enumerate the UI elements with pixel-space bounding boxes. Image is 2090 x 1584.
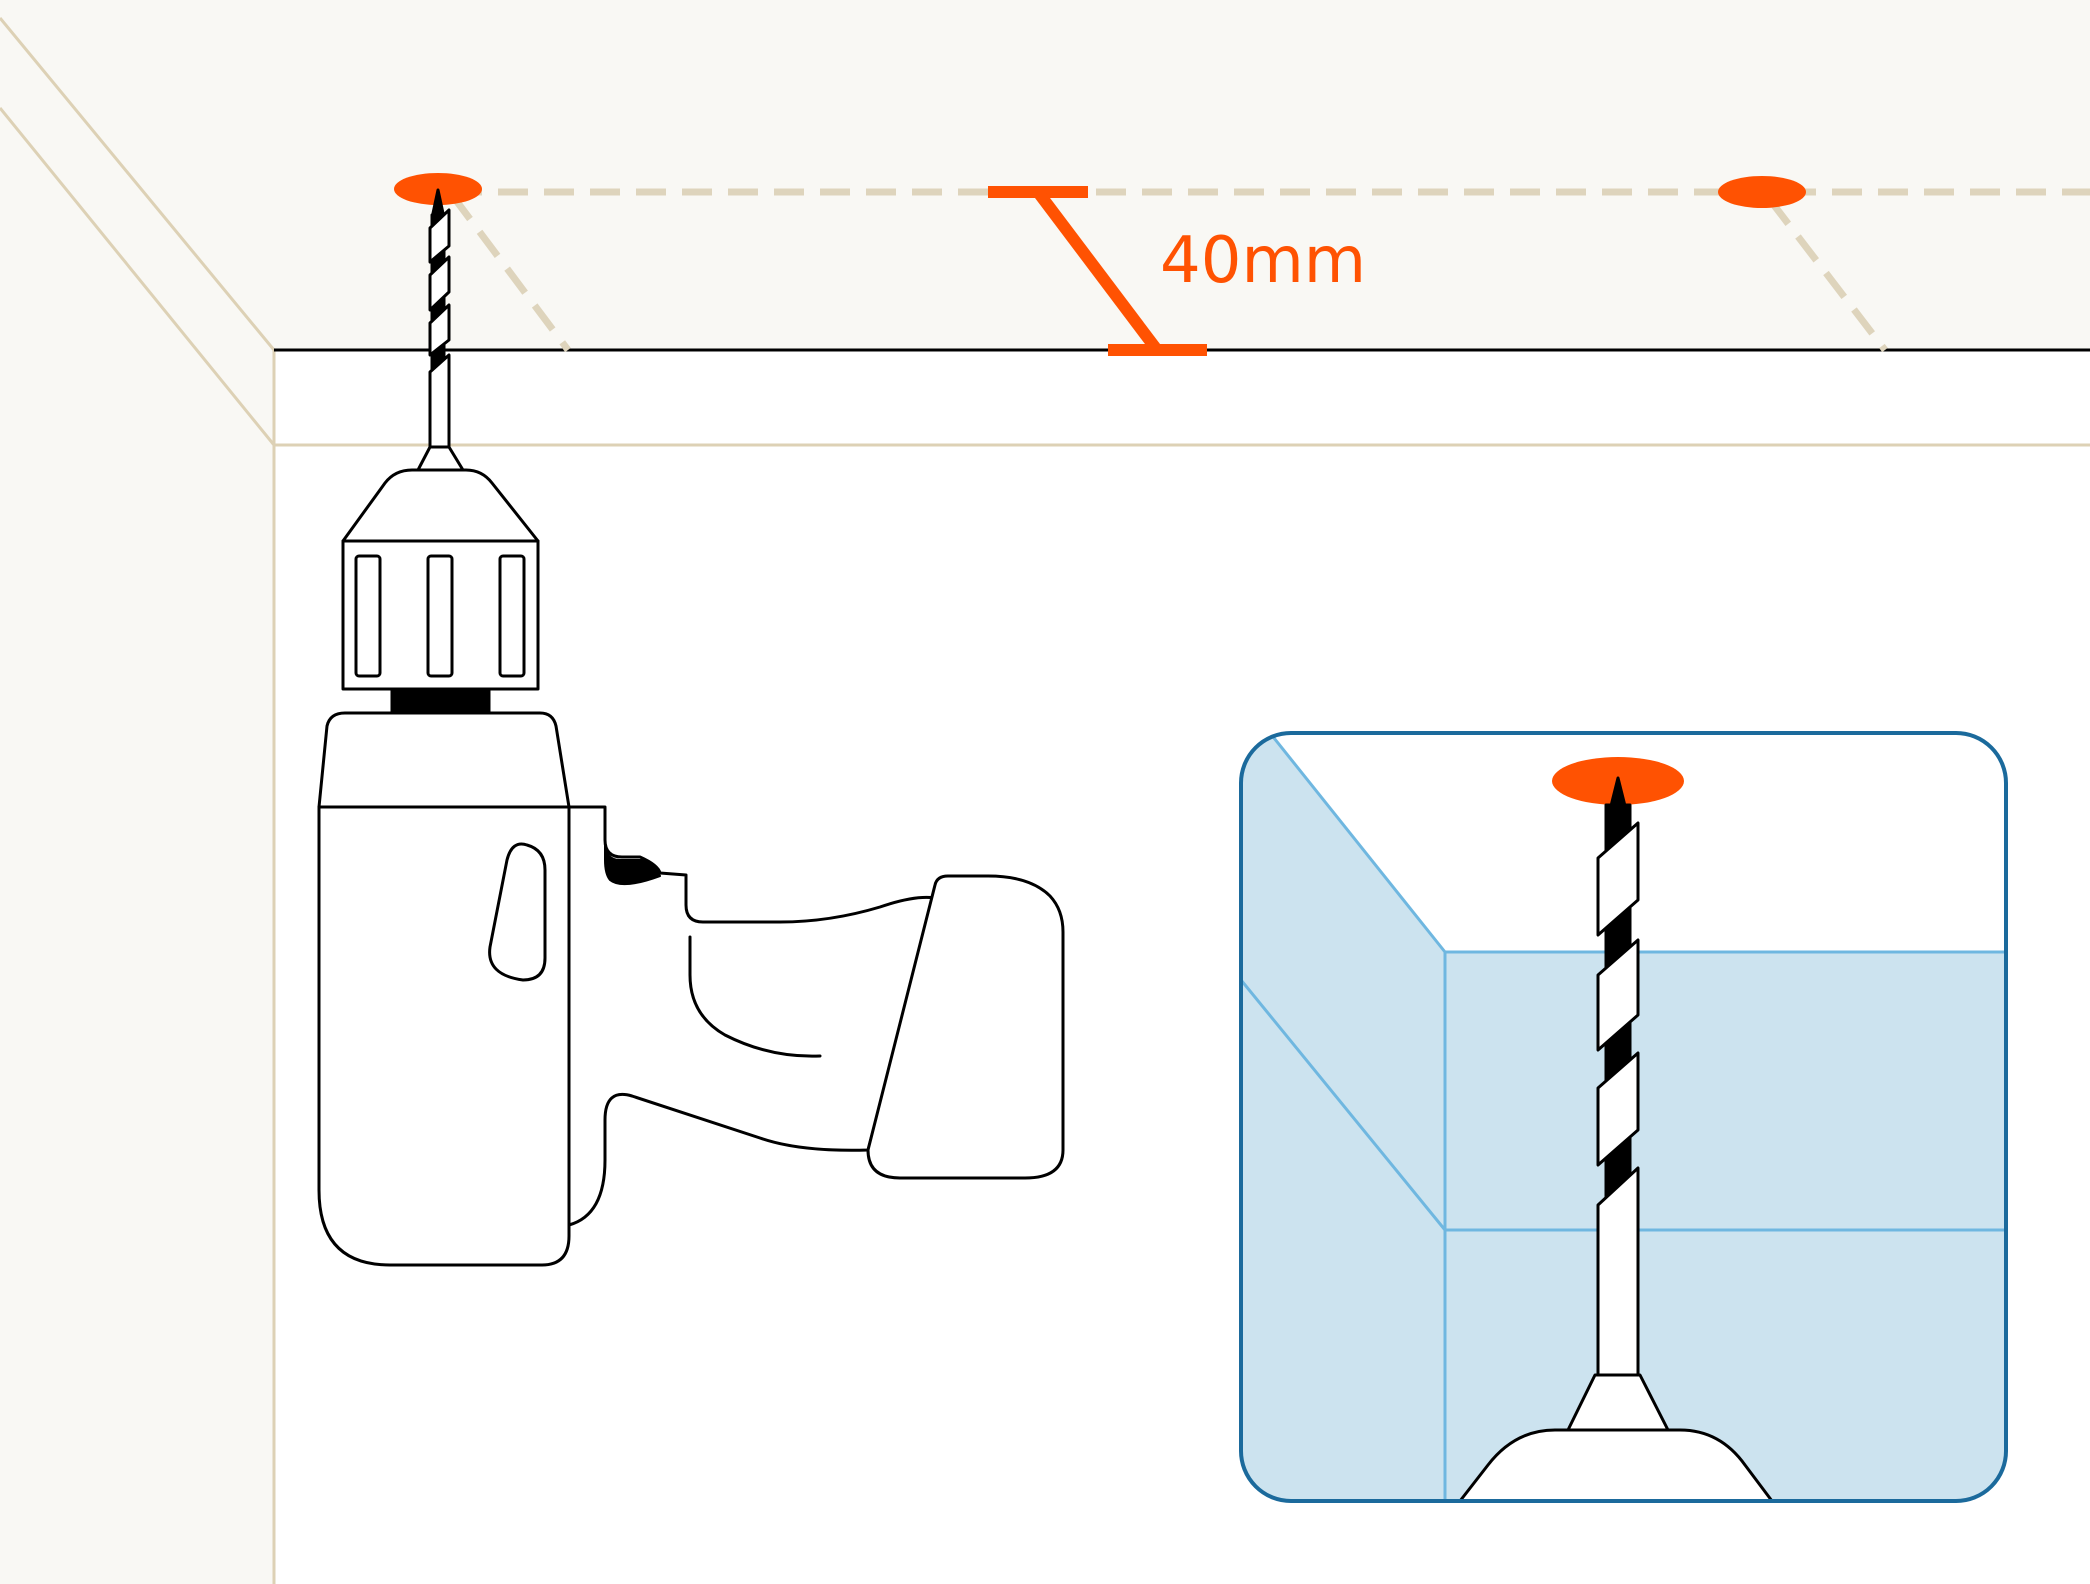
drill-bit-icon (1458, 776, 1774, 1501)
drill-mark-icon (1718, 176, 1806, 208)
inset-border (1239, 731, 2008, 1503)
drill-icon (317, 188, 1065, 1267)
ceiling (0, 0, 2090, 350)
guide-lines (449, 188, 2090, 353)
side-wall (0, 0, 274, 1584)
inset-back-wall (1445, 952, 2006, 1501)
corner-line-lower (0, 107, 276, 446)
inset-side-wall (1241, 733, 1445, 1501)
offset-guide-left (449, 192, 571, 353)
measurement: 40mm (988, 186, 1366, 356)
dimension-line (1033, 188, 1162, 354)
detail-inset (1239, 731, 2008, 1503)
measurement-label: 40mm (1160, 224, 1366, 298)
corner-line-upper (0, 17, 276, 351)
offset-guide-right (1767, 197, 1888, 353)
cornice-strip (274, 350, 2090, 445)
drill-bit-icon (416, 188, 465, 472)
